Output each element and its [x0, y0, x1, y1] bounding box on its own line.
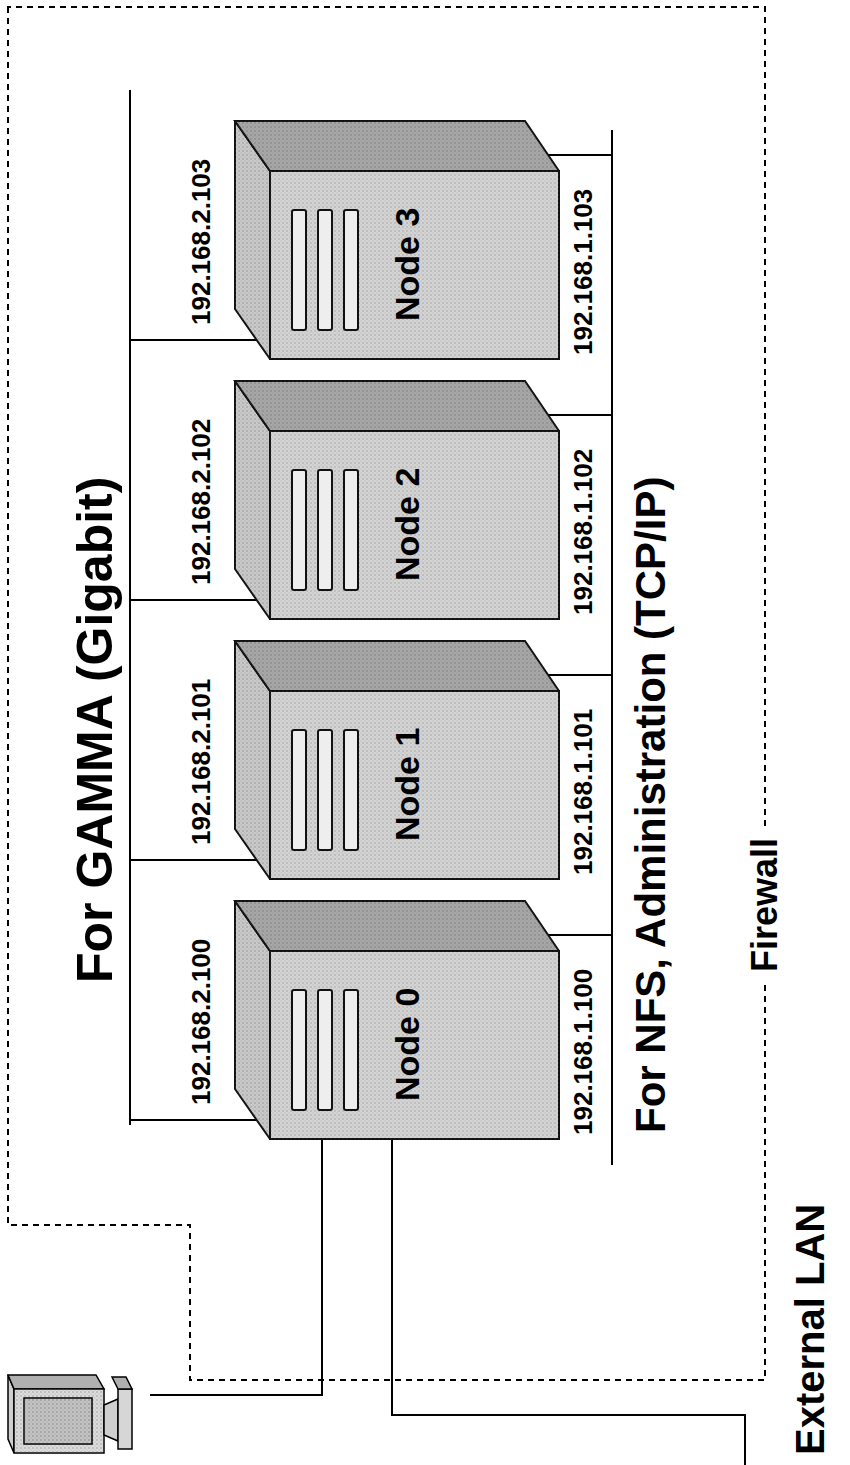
network-label: For GAMMA (Gigabit) [70, 477, 120, 983]
ip-address: 192.168.1.100 [570, 969, 596, 1135]
server-node: Node 1 [230, 640, 560, 880]
monitor-cable [150, 1135, 322, 1395]
node-name: Node 3 [390, 208, 424, 321]
tcpip-bus [611, 130, 613, 1165]
ip-address: 192.168.2.102 [188, 419, 214, 585]
bus-drop [545, 154, 612, 156]
ip-address: 192.168.2.101 [188, 679, 214, 845]
bus-drop [130, 859, 262, 861]
server-node: Node 0 [230, 900, 560, 1140]
gigabit-bus [129, 90, 131, 1125]
server-node: Node 2 [230, 380, 560, 620]
bus-drop [130, 599, 262, 601]
ip-address: 192.168.2.100 [188, 939, 214, 1105]
bus-drop [130, 339, 262, 341]
bus-drop [545, 934, 612, 936]
firewall-boundary [8, 7, 765, 1380]
ip-address: 192.168.1.101 [570, 709, 596, 875]
firewall-label: Firewall [745, 826, 785, 984]
bus-drop [545, 674, 612, 676]
ip-address: 192.168.1.102 [570, 449, 596, 615]
bus-drop [130, 1119, 262, 1121]
node-name: Node 1 [390, 728, 424, 841]
node-name: Node 0 [390, 988, 424, 1101]
monitor-icon [8, 1375, 132, 1453]
network-label: For NFS, Administration (TCP/IP) [630, 477, 672, 1133]
node-name: Node 2 [390, 468, 424, 581]
server-node: Node 3 [230, 120, 560, 360]
external-label: External LAN [790, 1204, 830, 1455]
ip-address: 192.168.2.103 [188, 159, 214, 325]
bus-drop [545, 414, 612, 416]
external-lan-cable [392, 1135, 745, 1465]
ip-address: 192.168.1.103 [570, 189, 596, 355]
